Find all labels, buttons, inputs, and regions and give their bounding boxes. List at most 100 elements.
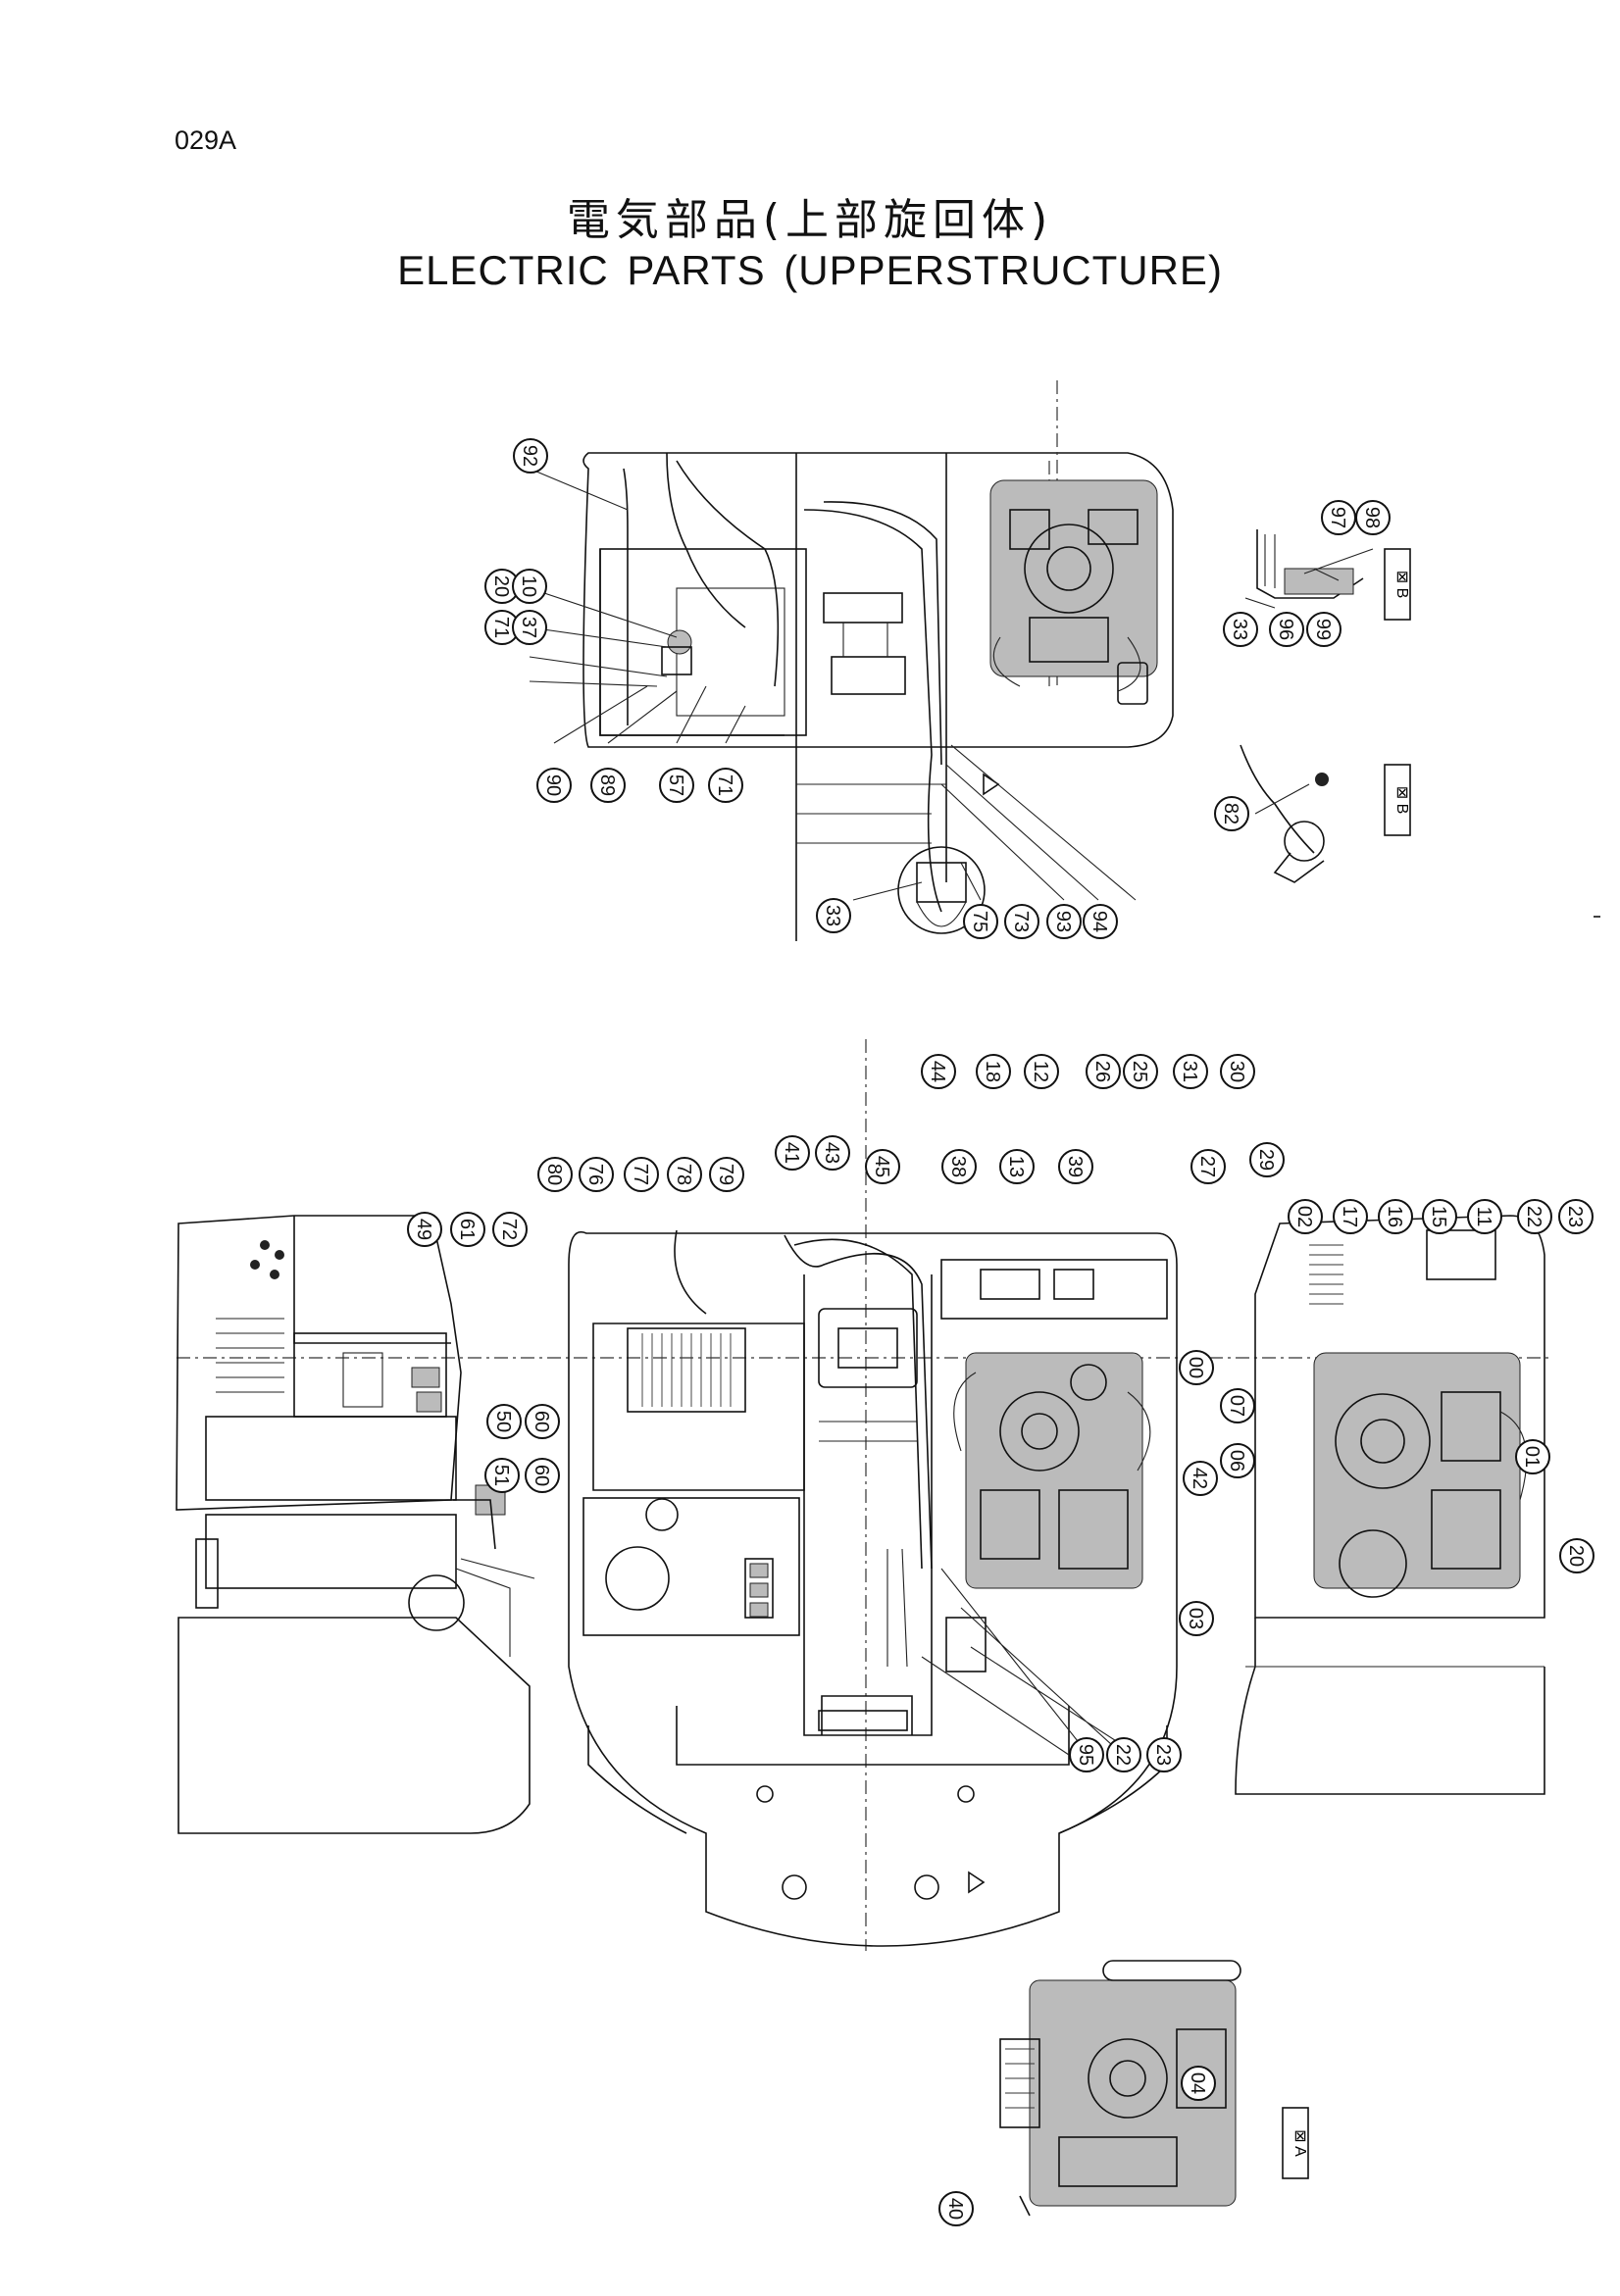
callout-76: 76	[579, 1157, 614, 1192]
callout-circle	[486, 1404, 522, 1439]
callout-10: 10	[512, 569, 547, 604]
callout-label: 20	[490, 575, 512, 597]
callout-82: 82	[1214, 796, 1249, 831]
callout-49: 49	[407, 1212, 442, 1247]
callout-15: 15	[1422, 1199, 1457, 1234]
svg-text:⊠ B: ⊠ B	[1393, 786, 1410, 815]
callout-41: 41	[775, 1135, 810, 1171]
callout-circle	[1515, 1439, 1550, 1474]
callout-42: 42	[1183, 1461, 1218, 1496]
callout-circle	[1083, 904, 1118, 939]
callout-label: 42	[1189, 1468, 1210, 1489]
callout-label: 22	[1112, 1744, 1134, 1766]
callout-label: 18	[982, 1061, 1003, 1082]
callout-78: 78	[667, 1157, 702, 1192]
callout-97: 97	[1321, 500, 1356, 535]
callout-79: 79	[709, 1157, 744, 1192]
callout-22-bot: 22	[1106, 1737, 1141, 1772]
view-label-b1: ⊠ B	[1384, 548, 1411, 621]
callout-label: 03	[1185, 1608, 1206, 1629]
callout-circle	[1422, 1199, 1457, 1234]
callout-60-a: 60	[525, 1404, 560, 1439]
callout-circle	[1086, 1054, 1121, 1089]
callout-label: 92	[519, 445, 540, 467]
callout-circle	[1004, 904, 1039, 939]
callout-50: 50	[486, 1404, 522, 1439]
callout-23-bot: 23	[1146, 1737, 1182, 1772]
callout-01: 01	[1515, 1439, 1550, 1474]
callout-label: 07	[1226, 1395, 1247, 1417]
callout-77: 77	[624, 1157, 659, 1192]
callout-circle	[512, 610, 547, 645]
svg-text:⊠ B: ⊠ B	[1393, 571, 1410, 599]
callout-label: 11	[1473, 1207, 1494, 1227]
callout-06: 06	[1220, 1443, 1255, 1478]
callout-label: 23	[1564, 1206, 1586, 1227]
callout-circle	[775, 1135, 810, 1171]
page-code: 029A	[175, 125, 237, 155]
callout-98: 98	[1355, 500, 1391, 535]
callout-circle	[976, 1054, 1011, 1089]
callout-circle	[492, 1212, 528, 1247]
callout-92: 92	[513, 438, 548, 474]
callout-label: 29	[1255, 1149, 1277, 1171]
callout-circle	[525, 1458, 560, 1493]
callout-circle	[512, 569, 547, 604]
callout-label: 98	[1361, 507, 1383, 528]
callout-label: 50	[492, 1411, 514, 1432]
callout-43: 43	[815, 1135, 850, 1171]
callout-label: 80	[543, 1164, 565, 1185]
callout-90: 90	[536, 768, 572, 803]
callout-label: 76	[584, 1164, 606, 1185]
callout-circle	[667, 1157, 702, 1192]
callout-71-b: 71	[708, 768, 743, 803]
callout-label: 33	[822, 905, 843, 926]
callout-circle	[708, 768, 743, 803]
callout-95: 95	[1069, 1737, 1104, 1772]
callout-73: 73	[1004, 904, 1039, 939]
callout-label: 43	[821, 1142, 842, 1164]
callout-label: 96	[1275, 619, 1296, 640]
callout-circle	[537, 1157, 573, 1192]
callout-label: 04	[1187, 2072, 1208, 2094]
callout-label: 61	[456, 1219, 478, 1240]
callout-51: 51	[484, 1458, 520, 1493]
callout-72: 72	[492, 1212, 528, 1247]
callout-label: 01	[1521, 1446, 1543, 1468]
callout-circle	[1249, 1142, 1285, 1177]
callout-circle	[1333, 1199, 1368, 1234]
callout-96: 96	[1269, 612, 1304, 647]
callout-29: 29	[1249, 1142, 1285, 1177]
callout-07: 07	[1220, 1388, 1255, 1423]
callout-25: 25	[1123, 1054, 1158, 1089]
callout-circle	[963, 904, 998, 939]
callout-label: 06	[1226, 1450, 1247, 1472]
callout-label: 37	[518, 617, 539, 638]
callout-circle	[921, 1054, 956, 1089]
callout-label: 71	[490, 617, 512, 638]
callout-label: 79	[715, 1164, 736, 1185]
callout-circle	[1183, 1461, 1218, 1496]
callout-label: 25	[1129, 1061, 1150, 1082]
callout-circle	[1467, 1199, 1502, 1234]
engine-top	[989, 479, 1158, 705]
callout-38: 38	[941, 1149, 977, 1184]
callout-circle	[579, 1157, 614, 1192]
callout-circle	[1179, 1601, 1214, 1636]
callout-circle	[1058, 1149, 1093, 1184]
callout-11: 11	[1467, 1199, 1502, 1234]
callout-30: 30	[1220, 1054, 1255, 1089]
callout-label: 30	[1226, 1061, 1247, 1082]
callout-circle	[816, 898, 851, 933]
callout-label: 15	[1428, 1206, 1449, 1227]
right-side-view	[1235, 1215, 1545, 1795]
callout-circle	[999, 1149, 1035, 1184]
title-japanese: 電気部品(上部旋回体)	[566, 195, 1054, 245]
callout-label: 45	[871, 1156, 892, 1177]
top-view-drawing	[582, 380, 1174, 941]
callout-80: 80	[537, 1157, 573, 1192]
callout-circle	[1269, 612, 1304, 647]
callout-60-b: 60	[525, 1458, 560, 1493]
